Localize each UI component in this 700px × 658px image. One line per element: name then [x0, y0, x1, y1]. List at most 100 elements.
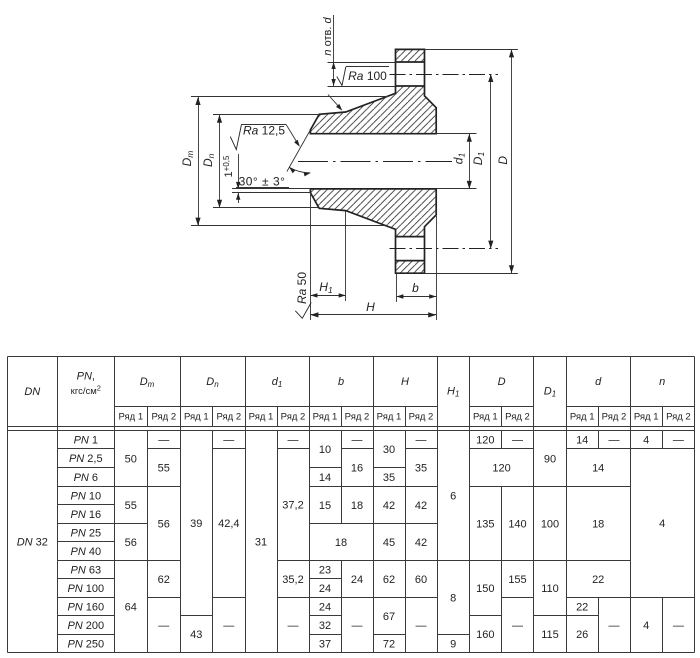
svg-text:6: 6	[450, 490, 456, 502]
svg-text:d: d	[595, 376, 602, 388]
svg-text:Ряд 1: Ряд 1	[118, 412, 143, 423]
svg-text:18: 18	[335, 537, 347, 549]
svg-text:31: 31	[255, 536, 267, 548]
svg-text:H1: H1	[447, 386, 459, 399]
svg-text:Ряд 2: Ряд 2	[345, 412, 370, 423]
svg-text:n: n	[659, 376, 665, 388]
svg-text:45: 45	[383, 537, 395, 549]
svg-text:22: 22	[592, 574, 604, 586]
svg-text:PN,: PN,	[77, 371, 95, 383]
svg-text:10: 10	[319, 444, 331, 456]
svg-text:—: —	[158, 620, 169, 632]
svg-text:60: 60	[415, 574, 427, 586]
svg-text:100: 100	[541, 518, 559, 530]
svg-text:—: —	[288, 620, 299, 632]
svg-text:24: 24	[319, 601, 331, 613]
svg-text:50: 50	[125, 453, 137, 465]
svg-text:Ряд 2: Ряд 2	[505, 412, 530, 423]
svg-text:—: —	[512, 434, 523, 446]
svg-text:35,2: 35,2	[282, 574, 303, 586]
svg-text:4: 4	[643, 620, 649, 632]
svg-text:PN 100: PN 100	[67, 583, 104, 595]
svg-text:—: —	[609, 434, 620, 446]
svg-text:Ряд 1: Ряд 1	[473, 412, 498, 423]
svg-text:—: —	[673, 620, 684, 632]
svg-text:—: —	[352, 620, 363, 632]
svg-text:—: —	[416, 620, 427, 632]
svg-text:Ряд 1: Ряд 1	[313, 412, 338, 423]
svg-text:DN: DN	[24, 386, 40, 398]
svg-text:37,2: 37,2	[282, 499, 303, 511]
svg-text:PN 63: PN 63	[71, 564, 102, 576]
svg-text:35: 35	[415, 462, 427, 474]
svg-text:H: H	[366, 300, 375, 314]
svg-text:39: 39	[190, 518, 202, 530]
svg-text:Ряд 1: Ряд 1	[634, 412, 659, 423]
svg-text:PN 2,5: PN 2,5	[69, 453, 103, 465]
svg-text:9: 9	[450, 638, 456, 650]
svg-text:D: D	[498, 376, 506, 388]
svg-text:DN 32: DN 32	[17, 536, 48, 548]
svg-text:14: 14	[576, 434, 588, 446]
svg-text:43: 43	[190, 629, 202, 641]
svg-text:—: —	[609, 620, 620, 632]
svg-text:16: 16	[351, 462, 363, 474]
svg-text:115: 115	[541, 629, 559, 641]
svg-text:Ряд 1: Ряд 1	[377, 412, 402, 423]
svg-text:72: 72	[383, 638, 395, 650]
svg-text:120: 120	[476, 434, 494, 446]
svg-text:Ra 100: Ra 100	[348, 69, 387, 83]
svg-text:42,4: 42,4	[218, 518, 239, 530]
svg-text:37: 37	[319, 638, 331, 650]
svg-text:Ряд 1: Ряд 1	[184, 412, 209, 423]
svg-text:—: —	[158, 434, 169, 446]
svg-text:—: —	[223, 434, 234, 446]
svg-text:Ряд 2: Ряд 2	[409, 412, 434, 423]
svg-text:PN 250: PN 250	[67, 638, 104, 650]
svg-text:Ra 12,5: Ra 12,5	[243, 124, 285, 138]
svg-text:PN 16: PN 16	[71, 509, 102, 521]
svg-text:PN 1: PN 1	[74, 434, 98, 446]
svg-text:PN 40: PN 40	[71, 546, 102, 558]
svg-text:Ряд 1: Ряд 1	[249, 412, 274, 423]
svg-text:30: 30	[383, 444, 395, 456]
svg-text:—: —	[512, 620, 523, 632]
svg-text:D: D	[496, 156, 510, 165]
svg-text:135: 135	[476, 518, 494, 530]
svg-text:4: 4	[643, 434, 649, 446]
svg-text:56: 56	[158, 518, 170, 530]
svg-text:18: 18	[592, 518, 604, 530]
svg-text:b: b	[412, 281, 419, 295]
svg-text:PN 200: PN 200	[67, 620, 104, 632]
svg-text:—: —	[223, 620, 234, 632]
svg-text:d1: d1	[272, 376, 283, 389]
svg-text:Ряд 2: Ряд 2	[151, 412, 176, 423]
svg-text:42: 42	[415, 500, 427, 512]
svg-text:d1: d1	[452, 153, 467, 165]
svg-text:160: 160	[476, 629, 494, 641]
svg-text:22: 22	[576, 601, 588, 613]
svg-text:64: 64	[125, 601, 137, 613]
svg-text:—: —	[288, 434, 299, 446]
svg-text:PN 10: PN 10	[71, 490, 102, 502]
svg-text:140: 140	[508, 518, 526, 530]
svg-text:H: H	[401, 376, 409, 388]
svg-text:—: —	[352, 434, 363, 446]
svg-text:4: 4	[659, 518, 665, 530]
svg-text:—: —	[673, 434, 684, 446]
svg-text:PN 25: PN 25	[71, 527, 102, 539]
svg-text:62: 62	[158, 574, 170, 586]
svg-text:67: 67	[383, 611, 395, 623]
svg-text:—: —	[416, 434, 427, 446]
svg-text:62: 62	[383, 574, 395, 586]
svg-text:23: 23	[319, 564, 331, 576]
svg-text:Ra 50: Ra 50	[295, 272, 309, 304]
svg-text:42: 42	[383, 500, 395, 512]
svg-text:PN 160: PN 160	[67, 601, 104, 613]
svg-text:24: 24	[351, 574, 363, 586]
svg-text:D1: D1	[544, 386, 556, 399]
svg-text:90: 90	[544, 453, 556, 465]
svg-text:Ряд 2: Ряд 2	[281, 412, 306, 423]
svg-text:150: 150	[476, 583, 494, 595]
svg-text:42: 42	[415, 537, 427, 549]
